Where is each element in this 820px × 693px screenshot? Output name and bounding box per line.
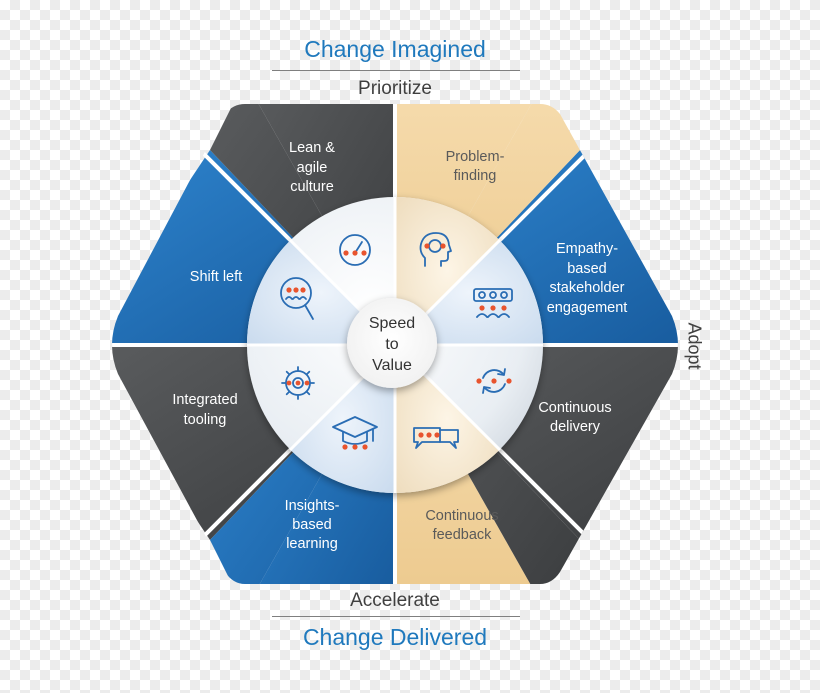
label-accelerate: Accelerate	[350, 590, 440, 611]
svg-text:Lean &: Lean &	[289, 140, 335, 156]
label-insights-learning: Insights- based learning	[285, 498, 340, 552]
gear-icon	[281, 366, 315, 400]
label-problem-finding: Problem- finding	[446, 149, 505, 184]
svg-text:Shift left: Shift left	[190, 269, 242, 285]
chat-bubbles-icon	[413, 427, 459, 449]
cycle-arrows-icon	[476, 368, 512, 394]
bottom-divider	[272, 616, 520, 617]
svg-text:based: based	[567, 261, 607, 277]
label-shift-left: Shift left	[190, 269, 242, 285]
title-change-imagined: Change Imagined	[304, 36, 486, 62]
svg-text:Insights-: Insights-	[285, 498, 340, 514]
label-continuous-delivery: Continuous delivery	[538, 400, 611, 435]
center-line-3: Value	[372, 357, 412, 374]
svg-text:tooling: tooling	[184, 412, 227, 428]
svg-text:culture: culture	[290, 179, 334, 195]
people-ideas-icon	[473, 288, 513, 318]
svg-text:learning: learning	[286, 536, 338, 552]
graduation-cap-icon	[332, 416, 378, 450]
label-lean-agile-culture: Lean & agile culture	[289, 140, 335, 195]
svg-text:Continuous: Continuous	[425, 508, 498, 524]
center-line-2: to	[385, 336, 398, 353]
svg-text:feedback: feedback	[433, 527, 493, 543]
label-prioritize: Prioritize	[358, 78, 432, 99]
svg-text:Integrated: Integrated	[172, 392, 237, 408]
title-change-delivered: Change Delivered	[302, 624, 488, 650]
svg-text:Continuous: Continuous	[538, 400, 611, 416]
head-idea-icon	[419, 232, 452, 267]
magnifier-people-icon	[280, 277, 314, 320]
center-circle	[347, 298, 437, 388]
svg-text:engagement: engagement	[547, 300, 628, 316]
label-empathy-stakeholder: Empathy- based stakeholder engagement	[547, 241, 628, 316]
svg-text:based: based	[292, 517, 332, 533]
center-line-1: Speed	[369, 315, 415, 332]
svg-text:Problem-: Problem-	[446, 149, 505, 165]
label-integrated-tooling: Integrated tooling	[172, 392, 237, 428]
svg-text:finding: finding	[454, 168, 497, 184]
gauge-icon	[339, 234, 371, 266]
svg-text:stakeholder: stakeholder	[550, 280, 625, 296]
svg-text:agile: agile	[297, 160, 328, 176]
svg-text:Empathy-: Empathy-	[556, 241, 618, 257]
top-divider	[272, 70, 520, 71]
svg-text:delivery: delivery	[550, 419, 601, 435]
label-continuous-feedback: Continuous feedback	[425, 508, 498, 543]
